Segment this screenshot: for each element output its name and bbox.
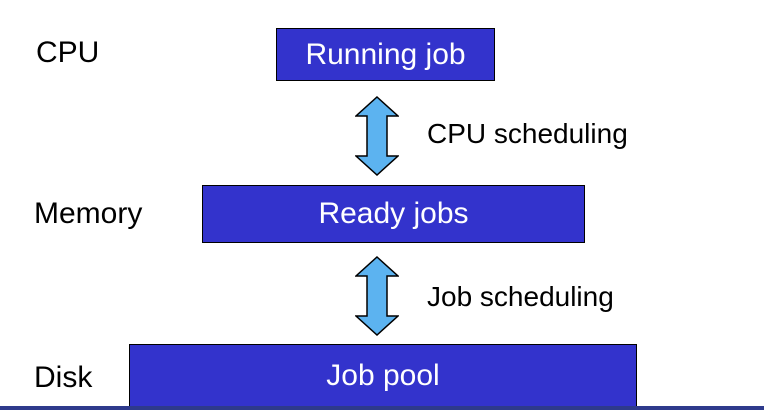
- job-scheduling-arrow-icon: [355, 256, 399, 336]
- job-scheduling-label: Job scheduling: [427, 281, 614, 312]
- running-job-box: Running job: [276, 28, 495, 81]
- memory-label: Memory: [34, 197, 143, 230]
- cpu-scheduling-arrow-icon: [355, 96, 399, 176]
- ready-jobs-box: Ready jobs: [202, 185, 585, 243]
- job-pool-box: Job pool: [129, 344, 637, 407]
- disk-label: Disk: [34, 361, 93, 394]
- cpu-label: CPU: [36, 36, 100, 69]
- bottom-rule: [0, 406, 764, 410]
- cpu-scheduling-label: CPU scheduling: [427, 118, 628, 149]
